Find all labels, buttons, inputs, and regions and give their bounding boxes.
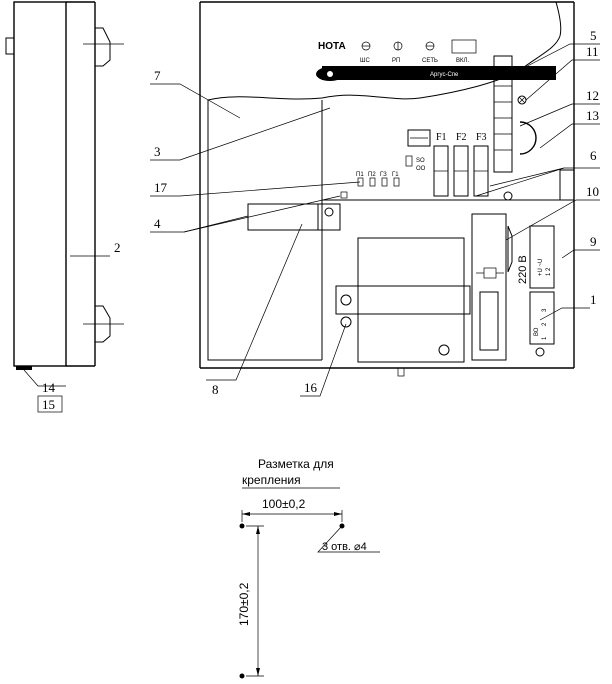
- terminal-top-0: +U ~U: [538, 259, 544, 276]
- front-view: Аргус-Спе НОТА ШС РП СЕТЬ ВКЛ.: [199, 1, 575, 377]
- indicator-label-0: ШС: [360, 58, 370, 64]
- band-text: Аргус-Спе: [430, 72, 459, 78]
- fuse-label-1: F2: [456, 132, 467, 143]
- callout-6: 6: [590, 148, 597, 163]
- callout-13: 13: [586, 108, 599, 123]
- mounting-marking: Разметка для крепления 100±0,2 170±0,2 3…: [237, 457, 380, 679]
- fuse-label-2: F3: [476, 132, 487, 143]
- callout-3: 3: [154, 144, 161, 159]
- jumper-label-3: Г1: [392, 172, 399, 178]
- callout-17: 17: [154, 180, 168, 195]
- callout-1: 1: [590, 292, 597, 307]
- indicator-label-3: ВКЛ.: [456, 58, 469, 64]
- terminal-bottom-2: 2: [542, 322, 548, 326]
- jumper-label-1: П2: [368, 172, 376, 178]
- indicator-label-2: СЕТЬ: [422, 58, 438, 64]
- callout-9: 9: [590, 234, 597, 249]
- fuse-label-0: F1: [436, 132, 447, 143]
- terminal-bottom-3: 3: [542, 308, 548, 312]
- indicator-row: ШС РП СЕТЬ ВКЛ.: [360, 39, 477, 64]
- terminal-top-1: 1 2: [546, 267, 552, 276]
- marking-title-line1: Разметка для: [258, 457, 334, 471]
- terminal-column: [493, 55, 513, 173]
- mount-hole-top-left: [239, 523, 245, 529]
- voltage-label: 220 В: [517, 255, 529, 284]
- terminal-bottom-0: ВО: [534, 327, 540, 336]
- callout-5: 5: [590, 28, 597, 43]
- callout-12: 12: [586, 88, 599, 103]
- holes-note: 3 отв. ⌀4: [322, 541, 367, 553]
- so-label-1: OO: [416, 166, 426, 172]
- fuse-block: F1 F2 F3: [433, 132, 489, 197]
- brand-label: НОТА: [318, 41, 346, 52]
- jumper-label-2: ГЗ: [380, 172, 387, 178]
- callout-leaders: [23, 43, 600, 397]
- callout-16: 16: [304, 380, 318, 395]
- callout-10: 10: [586, 184, 599, 199]
- jumper-block: П1 П2 ГЗ Г1 SO OO: [356, 155, 426, 187]
- horizontal-dimension: 100±0,2: [262, 497, 306, 511]
- terminal-bottom-1: 1: [542, 336, 548, 340]
- marking-title-line2: крепления: [242, 473, 301, 487]
- callout-15: 15: [42, 397, 55, 412]
- side-view: [5, 1, 124, 370]
- callout-14: 14: [42, 380, 56, 395]
- callout-11: 11: [586, 44, 599, 59]
- callout-8: 8: [212, 382, 219, 397]
- callout-2: 2: [114, 240, 121, 255]
- mount-hole-bottom: [239, 673, 245, 679]
- so-label-0: SO: [416, 158, 425, 164]
- indicator-label-1: РП: [392, 58, 400, 64]
- jumper-label-0: П1: [356, 172, 364, 178]
- callout-4: 4: [154, 216, 161, 231]
- vertical-dimension: 170±0,2: [237, 582, 251, 626]
- callout-7: 7: [154, 68, 161, 83]
